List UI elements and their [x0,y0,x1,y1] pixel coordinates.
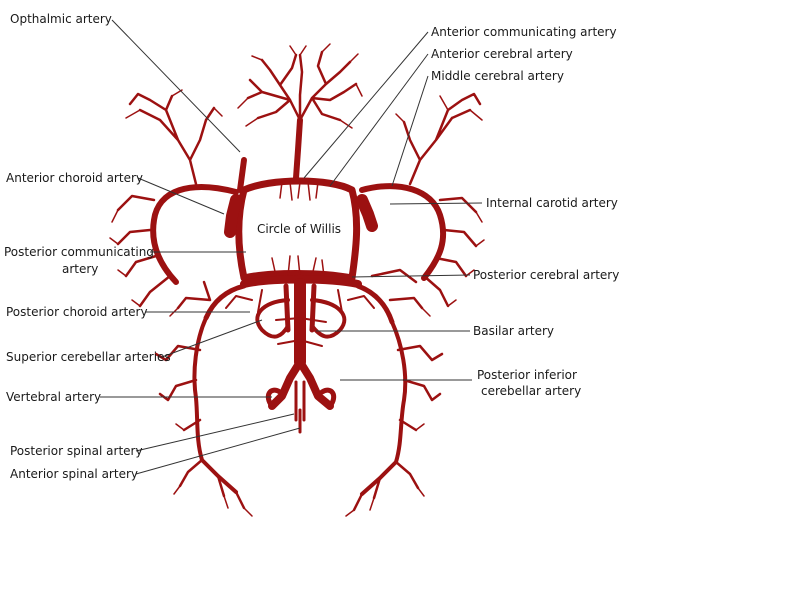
basilar-twin [283,283,317,333]
leader-middle-cerebral [391,75,429,187]
pica-loops [265,387,337,409]
left-mca-branches [116,92,216,308]
vessel-network [109,43,485,517]
label-posterior-spinal: Posterior spinal artery [10,444,143,458]
left-outer-loop [192,316,238,494]
leader-post-spinal [135,413,295,452]
left-mca-fine [109,89,223,307]
willis-ring [235,177,361,282]
right-pca [355,283,395,325]
leader-ant-spinal [135,427,301,475]
vertebral-left [268,358,304,410]
sca-left [255,298,290,339]
center-label: Circle of Willis [257,222,341,236]
leader-lines [100,19,483,475]
label-middle-cerebral: Middle cerebral artery [431,69,564,83]
label-posterior-communicating-line1: Posterior communicating [4,245,154,259]
perforators-bottom [271,255,325,277]
labels: Circle of Willis Opthalmic artery Anteri… [4,12,619,481]
label-pica-line1: Posterior inferior [477,368,577,382]
leader-internal-carotid [389,202,483,205]
label-vertebral: Vertebral artery [6,390,101,404]
right-mca-fine [395,95,485,307]
label-basilar: Basilar artery [473,324,554,338]
leader-sup-cerebellar [161,319,263,358]
label-opthalmic: Opthalmic artery [10,12,112,26]
sca-right [310,298,347,339]
leader-ant-comm [303,31,429,179]
posterior-choroid [225,289,375,313]
left-ophthalmic-stub [237,157,247,193]
label-posterior-communicating-line2: artery [62,262,98,276]
right-outer-loop [360,320,408,496]
anterior-tree [246,50,358,122]
label-anterior-communicating: Anterior communicating artery [431,25,617,39]
left-outer-fine [169,307,253,517]
anterior-cerebral-trunk [293,117,303,181]
label-pica-line2: cerebellar artery [481,384,581,398]
right-mca-arch [359,183,447,281]
leader-post-cerebral [351,274,471,278]
label-anterior-cerebral: Anterior cerebral artery [431,47,573,61]
left-outer-branches [154,280,246,510]
spinal-arteries [294,380,306,434]
left-carotid [224,194,242,238]
left-mca-arch [150,184,239,285]
label-superior-cerebellar: Superior cerebellar arteries [6,350,171,364]
label-posterior-choroid: Posterior choroid artery [6,305,148,319]
leader-ant-cerebral [329,53,429,187]
leader-ant-choroid [137,177,225,215]
left-pca [203,283,247,321]
pontine-branches [275,317,327,347]
label-internal-carotid: Internal carotid artery [486,196,618,210]
anterior-tree-fine [237,43,363,129]
perforators-top [279,181,319,201]
right-outer-branches [352,268,444,512]
leader-opthalmic [111,19,241,153]
vertebral-right [296,358,334,410]
right-outer-fine [345,307,431,517]
right-carotid [356,194,378,232]
label-posterior-cerebral: Posterior cerebral artery [473,268,619,282]
label-anterior-choroid: Anterior choroid artery [6,171,143,185]
label-anterior-spinal: Anterior spinal artery [10,467,138,481]
